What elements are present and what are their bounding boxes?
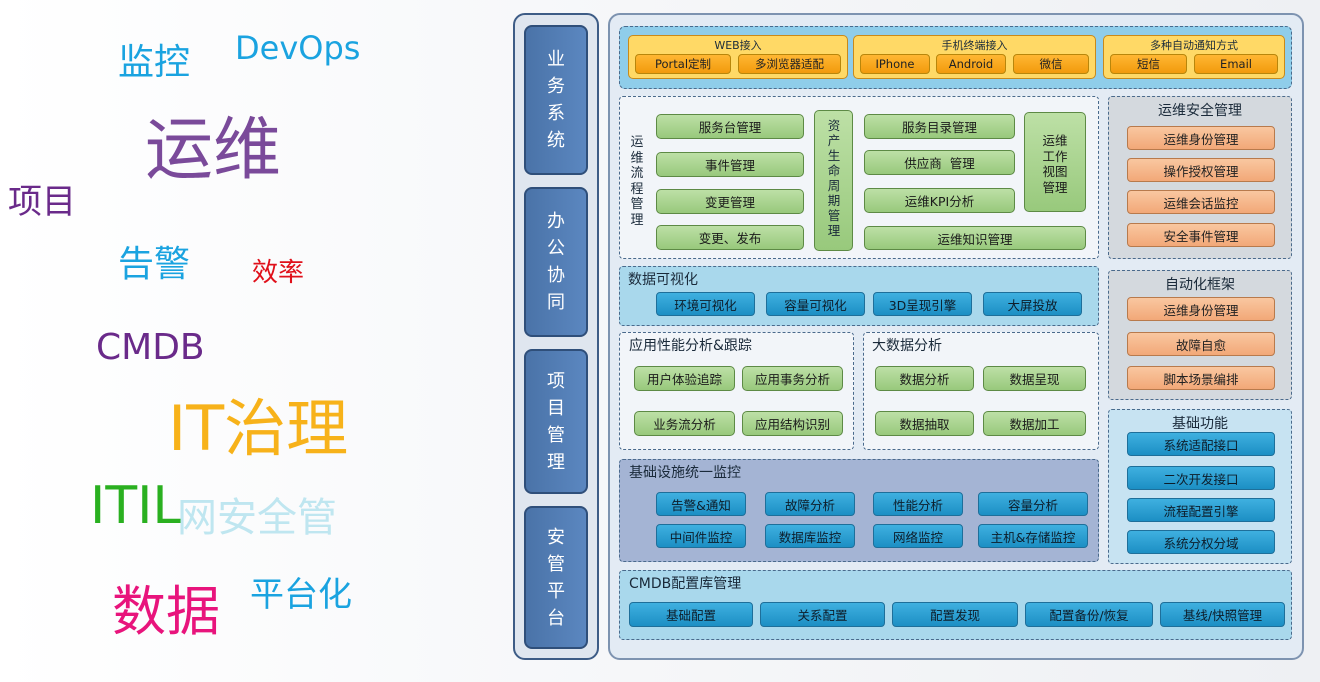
android-button[interactable]: Android <box>936 54 1006 74</box>
change-mgmt-button[interactable]: 变更管理 <box>656 189 804 214</box>
bigdata-title: 大数据分析 <box>872 338 942 354</box>
basic-functions-title: 基础功能 <box>1172 416 1228 432</box>
system-adapter-button[interactable]: 系统适配接口 <box>1127 432 1275 456</box>
permission-domain-button[interactable]: 系统分权分域 <box>1127 530 1275 554</box>
nav-project-mgmt[interactable]: 项目管理 <box>524 349 588 494</box>
automation-title: 自动化框架 <box>1165 277 1235 293</box>
performance-analysis-button[interactable]: 性能分析 <box>873 492 963 516</box>
data-presentation-button[interactable]: 数据呈现 <box>983 366 1086 391</box>
secondary-dev-button[interactable]: 二次开发接口 <box>1127 466 1275 490</box>
word-devops: DevOps <box>235 29 361 67</box>
app-structure-button[interactable]: 应用结构识别 <box>742 411 843 436</box>
ops-workview-label: 运维工作视图管理 <box>1042 133 1068 195</box>
3d-engine-button[interactable]: 3D呈现引擎 <box>873 292 972 316</box>
basic-config-button[interactable]: 基础配置 <box>629 602 753 627</box>
capacity-visual-button[interactable]: 容量可视化 <box>766 292 865 316</box>
data-visual-title: 数据可视化 <box>628 272 698 288</box>
ux-tracking-button[interactable]: 用户体验追踪 <box>634 366 735 391</box>
config-backup-button[interactable]: 配置备份/恢复 <box>1025 602 1153 627</box>
network-monitor-button[interactable]: 网络监控 <box>873 524 963 548</box>
left-nav-column: 业务系统 办公协同 项目管理 安管平台 <box>513 13 599 660</box>
ops-knowledge-button[interactable]: 运维知识管理 <box>864 226 1086 250</box>
notify-title: 多种自动通知方式 <box>1150 39 1238 52</box>
capacity-analysis-button[interactable]: 容量分析 <box>978 492 1088 516</box>
alert-notify-button[interactable]: 告警&通知 <box>656 492 746 516</box>
service-catalog-button[interactable]: 服务目录管理 <box>864 114 1015 139</box>
ops-kpi-button[interactable]: 运维KPI分析 <box>864 188 1015 213</box>
op-authorization-button[interactable]: 操作授权管理 <box>1127 158 1275 182</box>
infra-monitor-title: 基础设施统一监控 <box>629 465 741 481</box>
web-access-title: WEB接入 <box>714 39 762 52</box>
iphone-button[interactable]: IPhone <box>860 54 930 74</box>
ops-process-label: 运维流程管理 <box>630 135 644 228</box>
word-cmdb: CMDB <box>96 327 205 368</box>
config-discovery-button[interactable]: 配置发现 <box>892 602 1018 627</box>
asset-lifecycle-label: 资产生命周期管理 <box>827 118 841 238</box>
data-processing-button[interactable]: 数据加工 <box>983 411 1086 436</box>
word-monitor: 监控 <box>118 42 191 83</box>
business-flow-button[interactable]: 业务流分析 <box>634 411 735 436</box>
nav-business-systems[interactable]: 业务系统 <box>524 25 588 175</box>
data-analysis-button[interactable]: 数据分析 <box>875 366 974 391</box>
word-efficiency: 效率 <box>252 258 305 288</box>
wechat-button[interactable]: 微信 <box>1013 54 1089 74</box>
ops-workview-button[interactable] <box>1024 112 1086 212</box>
portal-custom-button[interactable]: Portal定制 <box>635 54 731 74</box>
workflow-engine-button[interactable]: 流程配置引擎 <box>1127 498 1275 522</box>
incident-mgmt-button[interactable]: 事件管理 <box>656 152 804 177</box>
sms-button[interactable]: 短信 <box>1110 54 1187 74</box>
apm-title: 应用性能分析&跟踪 <box>629 338 752 354</box>
change-release-button[interactable]: 变更、发布 <box>656 225 804 250</box>
self-healing-button[interactable]: 故障自愈 <box>1127 332 1275 356</box>
script-orchestration-button[interactable]: 脚本场景编排 <box>1127 366 1275 390</box>
ops-identity-button[interactable]: 运维身份管理 <box>1127 126 1275 150</box>
cmdb-title: CMDB配置库管理 <box>629 576 742 592</box>
app-transaction-button[interactable]: 应用事务分析 <box>742 366 843 391</box>
nav-office-collab[interactable]: 办公协同 <box>524 187 588 337</box>
service-desk-button[interactable]: 服务台管理 <box>656 114 804 139</box>
relation-config-button[interactable]: 关系配置 <box>760 602 885 627</box>
auto-identity-button[interactable]: 运维身份管理 <box>1127 297 1275 321</box>
mobile-access-title: 手机终端接入 <box>941 39 1008 52</box>
big-screen-button[interactable]: 大屏投放 <box>983 292 1082 316</box>
fault-analysis-button[interactable]: 故障分析 <box>765 492 855 516</box>
word-ops: 运维 <box>145 111 282 190</box>
database-monitor-button[interactable]: 数据库监控 <box>765 524 855 548</box>
ops-security-title: 运维安全管理 <box>1158 103 1242 119</box>
multi-browser-button[interactable]: 多浏览器适配 <box>738 54 841 74</box>
env-visual-button[interactable]: 环境可视化 <box>656 292 755 316</box>
word-project: 项目 <box>8 182 76 222</box>
word-it-governance: IT治理 <box>168 392 349 465</box>
email-button[interactable]: Email <box>1194 54 1278 74</box>
word-data: 数据 <box>112 580 220 643</box>
supplier-mgmt-button[interactable]: 供应商 管理 <box>864 150 1015 175</box>
word-alert: 告警 <box>118 244 191 285</box>
word-itil: ITIL <box>90 476 182 536</box>
word-net-security: 网安全管 <box>177 495 337 541</box>
word-platform: 平台化 <box>250 575 352 615</box>
asset-lifecycle-button[interactable] <box>814 110 853 251</box>
ops-session-monitor-button[interactable]: 运维会话监控 <box>1127 190 1275 214</box>
baseline-snapshot-button[interactable]: 基线/快照管理 <box>1160 602 1285 627</box>
middleware-monitor-button[interactable]: 中间件监控 <box>656 524 746 548</box>
host-storage-monitor-button[interactable]: 主机&存储监控 <box>978 524 1088 548</box>
nav-security-platform[interactable]: 安管平台 <box>524 506 588 649</box>
data-extraction-button[interactable]: 数据抽取 <box>875 411 974 436</box>
security-event-button[interactable]: 安全事件管理 <box>1127 223 1275 247</box>
